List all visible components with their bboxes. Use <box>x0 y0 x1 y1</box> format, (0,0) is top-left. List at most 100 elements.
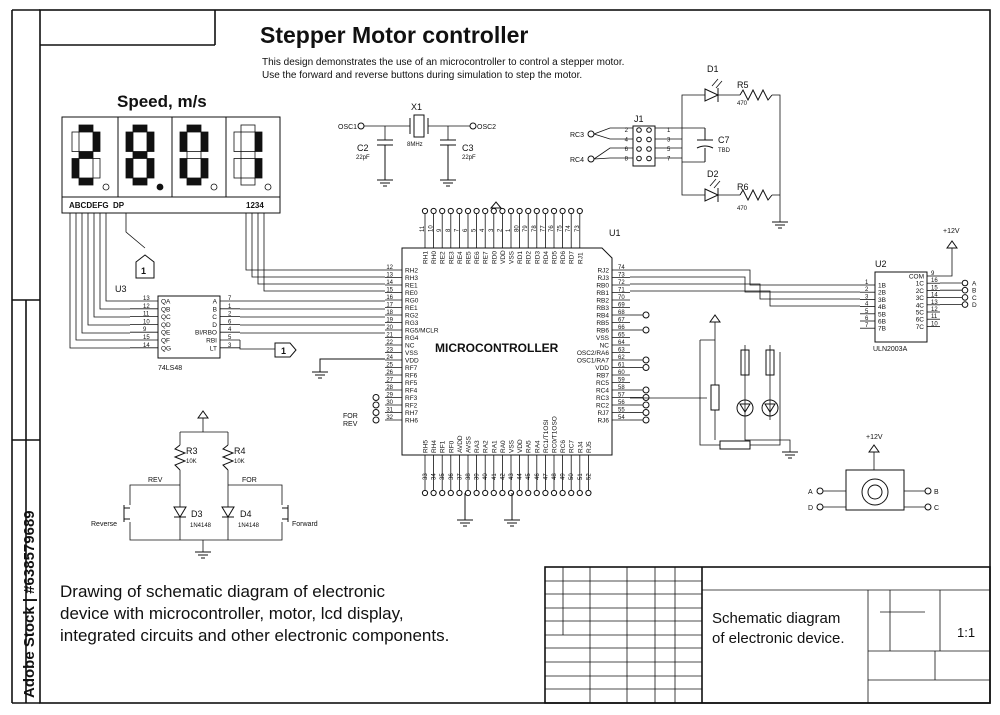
u3-pin-number: 6 <box>228 319 232 325</box>
mcu-pin-number: 47 <box>543 473 549 480</box>
mcu-bottom-terminal <box>585 489 592 497</box>
mcu-pin-number: 37 <box>457 473 463 480</box>
mcu-pin-label: VSS <box>405 350 419 357</box>
mcu-pin-label: VDD <box>405 358 419 365</box>
mcu-pin-number: 60 <box>618 370 625 376</box>
u2-pin-label: 5B <box>878 311 886 318</box>
motor-term-a <box>816 487 824 495</box>
mcu-pin-label: RJ6 <box>597 418 609 425</box>
description-line-1: This design demonstrates the use of an m… <box>262 57 624 68</box>
mcu-pin-number: 13 <box>386 273 393 279</box>
u2-pin-label: 6B <box>878 319 886 326</box>
d1-wires <box>718 94 781 222</box>
u3-pin-label: QE <box>161 330 171 337</box>
mcu-pin-number: 62 <box>618 355 625 361</box>
c7-wires <box>682 127 705 163</box>
mcu-pin-number: 30 <box>386 400 393 406</box>
digit-3-decimal-point <box>210 183 218 191</box>
u2-pin-number: 15 <box>931 285 938 291</box>
motor-supply: +12V <box>866 434 883 441</box>
osc2-terminal <box>469 122 477 130</box>
forward-button <box>282 505 289 522</box>
digit-select-label: 1234 <box>246 201 264 210</box>
digit-1-segment-b <box>92 131 101 152</box>
u2-pin-label: 4C <box>916 302 925 309</box>
u2-output-label: D <box>972 302 977 309</box>
mcu-bottom-terminal <box>490 489 497 497</box>
u2-ref: U2 <box>875 259 887 269</box>
digit-3-segment-b <box>200 131 209 152</box>
mcu-left-terminal <box>372 401 380 409</box>
d4-value: 1N4148 <box>238 523 260 529</box>
digit-1-decimal-point <box>102 183 110 191</box>
j1-pin <box>636 155 642 162</box>
digit-4-decimal-point <box>264 183 272 191</box>
net-flag-1-top <box>135 254 155 279</box>
capacitor-c2 <box>377 139 393 187</box>
osc1-terminal <box>357 122 365 130</box>
mcu-pin-number: 23 <box>386 348 393 354</box>
mcu-pin-number: 46 <box>535 473 541 480</box>
display-digits <box>71 124 272 191</box>
u3-pin-number: 5 <box>228 335 232 341</box>
mcu-pin-number: 5 <box>472 228 478 232</box>
mcu-pin-number: 21 <box>386 333 393 339</box>
u2-output-label: C <box>972 295 977 302</box>
mcu-pin-number: 42 <box>500 473 506 480</box>
mcu-pin-number: 55 <box>618 408 625 414</box>
indicator-led-1-symbol <box>739 403 751 413</box>
mcu-pin-number: 45 <box>526 473 532 480</box>
pot-resistor <box>710 384 720 411</box>
mcu-pin-label: RJ2 <box>597 268 609 275</box>
mcu-pin-label: RC5 <box>596 380 609 387</box>
mcu-top-terminal <box>507 207 515 215</box>
mcu-bottom-terminal <box>568 489 575 497</box>
motor-supply-arrow <box>868 444 880 453</box>
u2-supply: +12V <box>943 228 960 235</box>
mcu-top-terminal <box>473 207 480 215</box>
led-d2 <box>704 188 720 202</box>
u2-pin-number: 2 <box>865 287 869 293</box>
mcu-right-terminal <box>642 416 650 424</box>
mcu-bottom-terminal <box>464 489 472 497</box>
mcu-pin-label: RF7 <box>405 365 418 372</box>
j1-pin-number: 5 <box>667 147 671 153</box>
mcu-top-terminal <box>568 207 575 215</box>
u3-pin-label: C <box>212 314 217 321</box>
mcu-top-terminal <box>550 207 558 215</box>
mcu-left-terminal <box>372 409 380 416</box>
speed-label: Speed, m/s <box>117 92 207 111</box>
net-flag-1-side-label: 1 <box>281 346 286 356</box>
digit-4-segment-c <box>254 158 263 179</box>
u3-ref: U3 <box>115 284 127 294</box>
mcu-pin-number: 25 <box>386 363 393 369</box>
mcu-bottom-terminal <box>439 489 446 497</box>
mcu-bottom-terminal <box>533 489 540 497</box>
mcu-pin-label: RD1 <box>517 251 524 264</box>
mcu-pin-number: 72 <box>618 280 625 286</box>
mcu-pin-number: 52 <box>586 473 592 480</box>
mcu-pin-label: RE5 <box>466 251 473 264</box>
u3-pin-number: 4 <box>228 327 232 333</box>
mcu-pin-label: RC0/T1OSO <box>552 416 559 453</box>
mcu-pin-label: VDD <box>517 439 524 453</box>
mcu-right-terminal <box>642 311 650 319</box>
mcu-pin-number: 68 <box>618 310 625 316</box>
digit-2-segment-f <box>125 131 134 152</box>
mcu-pin-number: 17 <box>386 303 393 309</box>
mcu-bottom-terminal <box>499 489 506 497</box>
mcu-top-supply-arrow <box>489 201 503 209</box>
mcu-pin-label: RF6 <box>405 373 418 380</box>
u3-pin-number: 10 <box>143 319 150 325</box>
u3-pin-label: LT <box>210 345 217 352</box>
mcu-top-terminal <box>464 207 472 215</box>
digit-2-segment-b <box>146 131 155 152</box>
u3-pin-number: 15 <box>143 335 150 341</box>
motor-a-label: A <box>808 489 813 496</box>
drawing-frame <box>39 9 991 704</box>
u2-pin-label: 3C <box>916 295 925 302</box>
mcu-pin-number: 38 <box>466 473 472 480</box>
mcu-top-terminal <box>516 207 523 215</box>
